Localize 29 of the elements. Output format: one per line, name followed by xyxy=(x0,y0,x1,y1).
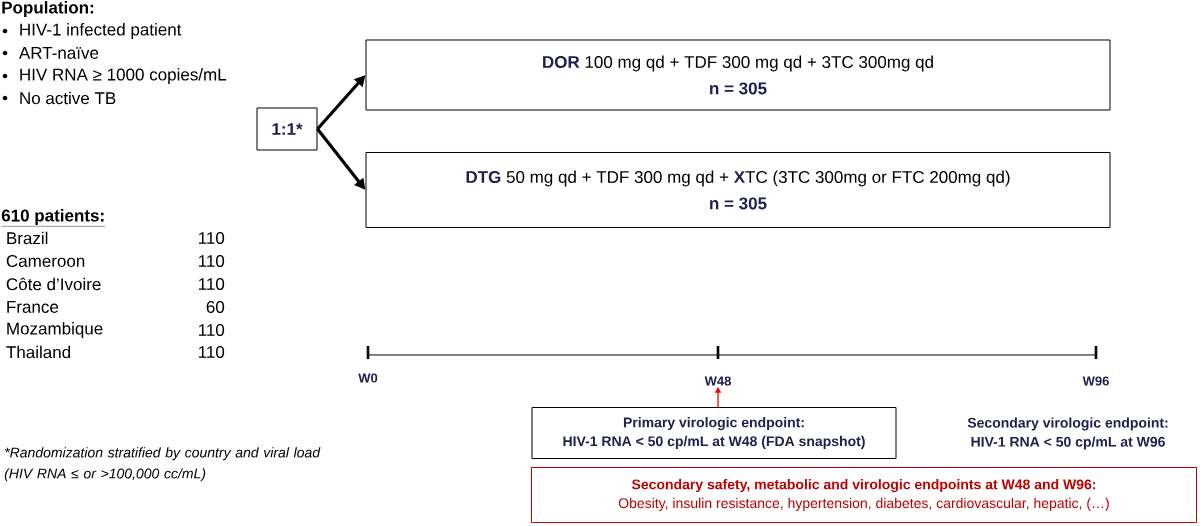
patient-count: 110 xyxy=(199,345,225,358)
country-name: France xyxy=(7,301,59,313)
ratio-box: 1:1* xyxy=(256,107,318,151)
country-name: Mozambique xyxy=(7,322,103,338)
safety-endpoints-box: Secondary safety, metabolic and virologic endpoints at W48 and W96: Obesity, insulin resistance, hypertension, diabetes, cardiovascular, hepatic, (…) xyxy=(531,467,1197,523)
timepoint-label: W96 xyxy=(1082,376,1109,386)
treatment-arm-box: DTG 50 mg qd + TDF 300 mg qd + XTC (3TC 300mg or FTC 200mg qd) n = 305 xyxy=(365,152,1111,228)
country-name: Brazil xyxy=(7,231,48,245)
country-name: Thailand xyxy=(6,345,71,359)
country-name: Côte d’Ivoire xyxy=(6,277,101,291)
endpoint-heading: Secondary virologic endpoint: xyxy=(967,417,1168,431)
treatment-arm-box: DOR 100 mg qd + TDF 300 mg qd + 3TC 300mg qd n = 305 xyxy=(365,39,1111,111)
list-item: ART-naïve xyxy=(18,47,99,59)
list-item: No active TB xyxy=(20,91,116,105)
timepoint-label: W0 xyxy=(358,373,378,383)
patient-count: 60 xyxy=(206,300,225,313)
patient-count: 110 xyxy=(199,277,225,290)
footnote: *Randomization stratified by country and viral load (HIV RNA ≤ or >100,000 cc/mL) xyxy=(4,447,321,482)
section-heading: Population: xyxy=(2,1,94,17)
patient-count: 110 xyxy=(199,323,225,336)
list-item: HIV RNA ≥ 1000 copies/mL xyxy=(20,68,227,84)
timepoint-label: W48 xyxy=(704,376,731,386)
list-item: HIV-1 infected patient xyxy=(20,23,182,39)
patient-count: 110 xyxy=(199,231,225,244)
section-heading: 610 patients: xyxy=(1,209,106,227)
endpoint-box: Primary virologic endpoint: HIV-1 RNA < 50 cp/mL at W48 (FDA snapshot) xyxy=(531,407,897,459)
endpoint-text: HIV-1 RNA < 50 cp/mL at W96 xyxy=(971,436,1165,450)
patient-count: 110 xyxy=(199,254,225,267)
country-name: Cameroon xyxy=(6,254,85,267)
